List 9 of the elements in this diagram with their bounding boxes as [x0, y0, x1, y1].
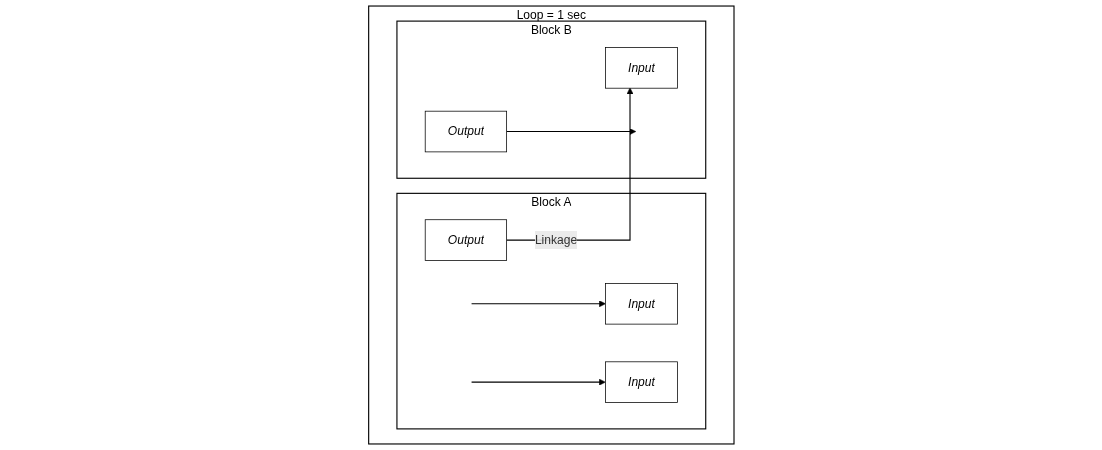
- node-box: Input: [604, 361, 678, 403]
- node-box: Input: [604, 47, 678, 89]
- arrow: [505, 128, 636, 135]
- arrow: [470, 300, 606, 308]
- arrow: [470, 378, 606, 386]
- edge-label: Linkage: [534, 233, 577, 247]
- node-box: Output: [424, 219, 507, 261]
- node-box: Output: [424, 110, 507, 153]
- node-box: Input: [604, 283, 678, 325]
